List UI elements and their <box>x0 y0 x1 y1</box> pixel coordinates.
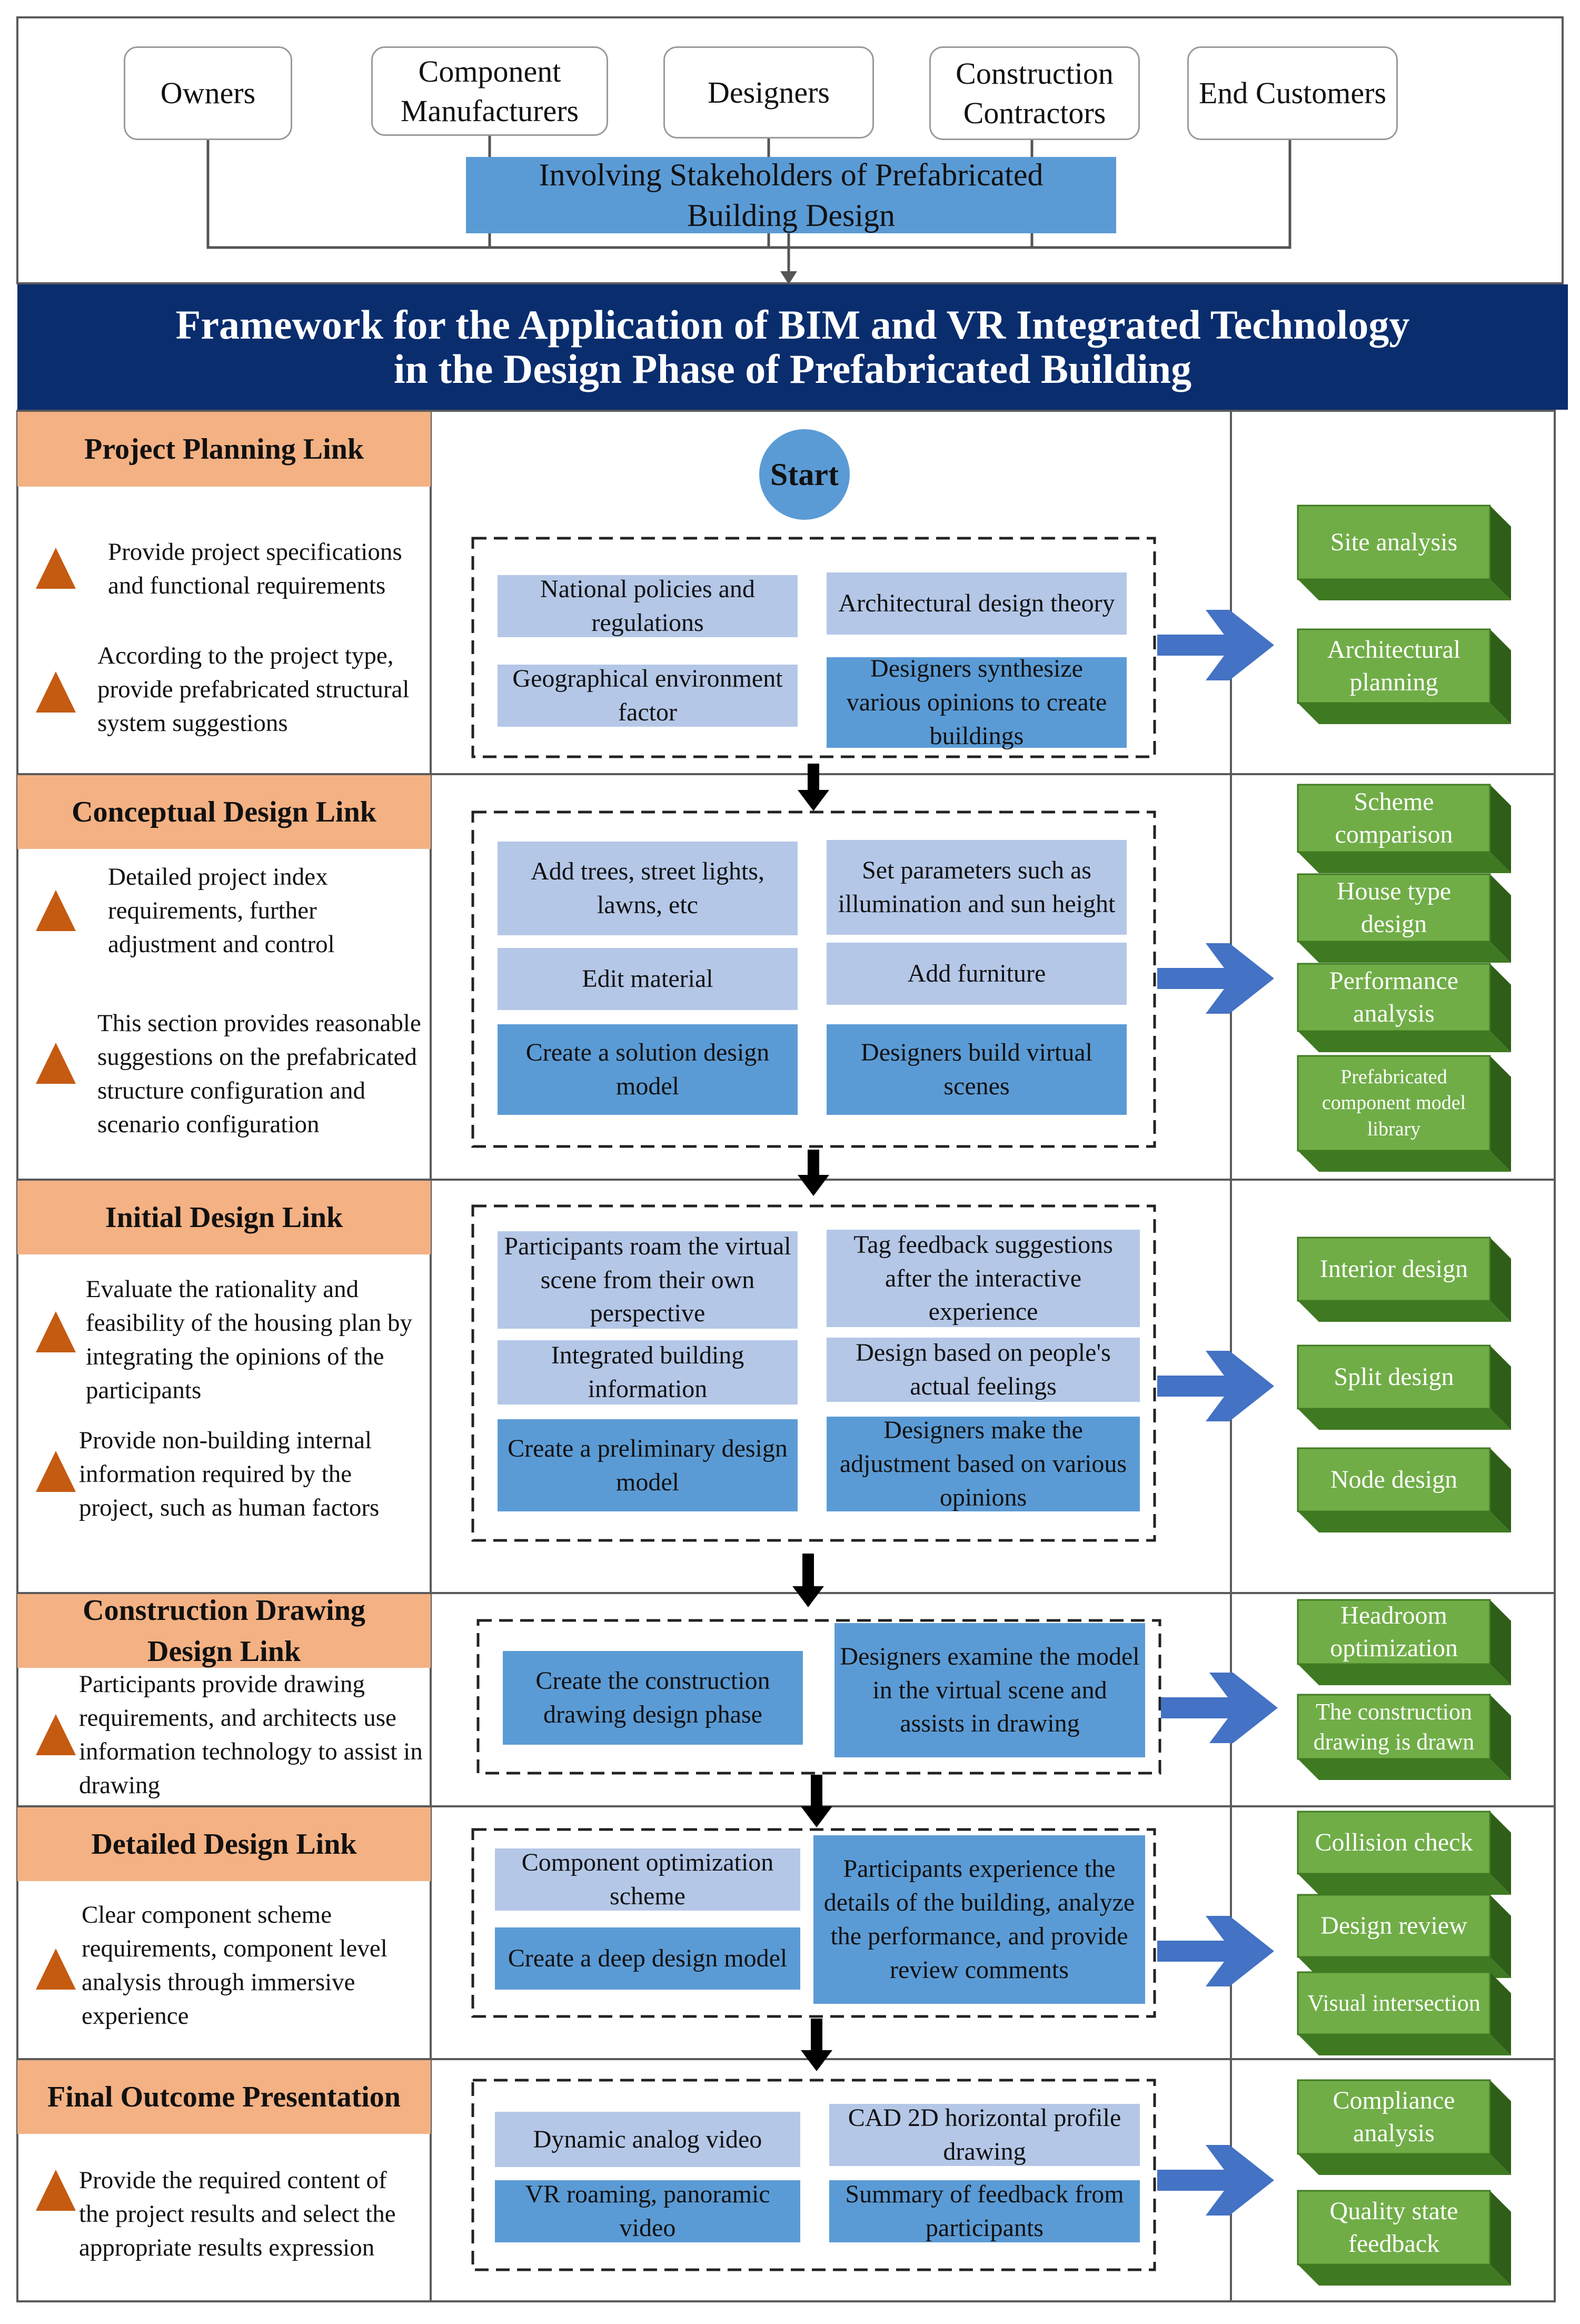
step-box: Architectural design theory <box>827 572 1127 635</box>
step-box: Set parameters such as illumination and … <box>827 840 1127 935</box>
outcome-3d-3-2 <box>1297 1344 1511 1430</box>
step-box: Geographical environment factor <box>498 665 798 727</box>
step-box: Component optimization scheme <box>495 1848 800 1911</box>
outcome-box: House type design <box>1336 877 1452 938</box>
outcome-box: Compliance analysis <box>1333 2086 1455 2147</box>
step-box: Create a deep design model <box>495 1927 800 1990</box>
step-box: National policies and regulations <box>498 575 798 637</box>
stage-note: Provide the required content of the proj… <box>79 2167 396 2261</box>
outcome-3d-4-1 <box>1297 1599 1511 1685</box>
outcome-box: Headroom optimization <box>1330 1601 1458 1662</box>
stage-conceptual-design-header: Conceptual Design Link <box>17 775 431 849</box>
outcome-box: Scheme comparison <box>1335 787 1453 848</box>
stage-detailed-design-header: Detailed Design Link <box>17 1807 431 1881</box>
outcome-box: Node design <box>1330 1465 1458 1494</box>
step-box: VR roaming, panoramic video <box>495 2180 800 2242</box>
stage-initial-design-header: Initial Design Link <box>17 1181 431 1254</box>
warning-triangle-icon <box>36 2170 76 2211</box>
step-box: Create a solution design model <box>498 1024 798 1115</box>
step-box: Add trees, street lights, lawns, etc <box>498 842 798 935</box>
warning-triangle-icon <box>36 1043 76 1084</box>
step-box: Participants experience the details of t… <box>813 1835 1145 2004</box>
outcome-3d-5-1 <box>1297 1811 1511 1895</box>
outcome-3d-2-3 <box>1297 963 1511 1052</box>
outcome-box: Design review <box>1320 1911 1467 1940</box>
stage-project-planning-header: Project Planning Link <box>17 412 431 487</box>
title-line-2: in the Design Phase of Prefabricated Bui… <box>393 346 1192 392</box>
outcome-3d-2-1 <box>1297 784 1511 873</box>
stage-note: Clear component scheme requirements, com… <box>82 1901 387 2030</box>
step-box: Participants roam the virtual scene from… <box>498 1231 798 1329</box>
warning-triangle-icon <box>36 1451 76 1492</box>
step-box: Designers make the adjustment based on v… <box>827 1416 1140 1511</box>
framework-title: Framework for the Application of BIM and… <box>17 284 1568 410</box>
step-box: Edit material <box>498 948 798 1010</box>
stage-note: Evaluate the rationality and feasibility… <box>86 1275 413 1404</box>
outcome-3d-2-4 <box>1297 1055 1511 1172</box>
outcome-3d-3-3 <box>1297 1447 1511 1532</box>
outcome-3d-3-1 <box>1297 1237 1511 1322</box>
stakeholder-owners: Owners <box>124 46 292 140</box>
outcome-box: Quality state feedback <box>1329 2197 1458 2258</box>
step-box: Dynamic analog video <box>495 2112 800 2167</box>
step-box: Integrated building information <box>498 1340 798 1405</box>
outcome-box: Visual intersection <box>1307 1990 1480 2016</box>
stage-note: Provide project specifications and funct… <box>108 538 402 599</box>
step-box: Summary of feedback from participants <box>829 2180 1140 2242</box>
outcome-box: Performance analysis <box>1329 966 1459 1027</box>
warning-triangle-icon <box>36 671 76 713</box>
warning-triangle-icon <box>36 1311 76 1352</box>
title-line-1: Framework for the Application of BIM and… <box>175 301 1410 348</box>
outcome-box: Split design <box>1334 1362 1454 1391</box>
stakeholder-component-manufacturers: Component Manufacturers <box>371 46 608 136</box>
step-box: Create a preliminary design model <box>498 1419 798 1511</box>
outcome-3d-2-2 <box>1297 873 1511 963</box>
stage-note: This section provides reasonable suggest… <box>97 1010 421 1138</box>
stage-note: According to the project type, provide p… <box>97 642 410 737</box>
outcome-box: The construction drawing is drawn <box>1313 1698 1475 1755</box>
outcome-3d-6-2 <box>1297 2190 1511 2286</box>
stage-note: Provide non-building internal informatio… <box>79 1427 380 1521</box>
stage-final-outcome-header: Final Outcome Presentation <box>17 2060 431 2134</box>
stage-note: Detailed project index requirements, fur… <box>108 863 335 958</box>
warning-triangle-icon <box>36 548 76 589</box>
step-box: Design based on people's actual feelings <box>827 1338 1140 1402</box>
outcome-3d-1-1 <box>1297 505 1511 600</box>
outcome-box: Prefabricated component model library <box>1321 1065 1466 1140</box>
involving-stakeholders-box: Involving Stakeholders of Prefabricated … <box>466 157 1116 233</box>
outcome-box: Collision check <box>1315 1828 1473 1856</box>
outcome-3d-6-1 <box>1297 2079 1511 2175</box>
start-node: Start <box>759 429 850 520</box>
stage-construction-drawing-header: Construction Drawing Design Link <box>17 1594 431 1668</box>
step-box: Create the construction drawing design p… <box>503 1651 803 1745</box>
warning-triangle-icon <box>36 1714 76 1755</box>
outcome-box: Interior design <box>1319 1254 1468 1283</box>
outcome-3d-5-3 <box>1297 1971 1511 2055</box>
outcome-3d-1-2 <box>1297 628 1511 724</box>
outcome-box: Architectural planning <box>1327 635 1461 696</box>
stakeholder-designers: Designers <box>663 46 874 139</box>
step-box: Tag feedback suggestions after the inter… <box>827 1230 1140 1327</box>
step-box: Add furniture <box>827 943 1127 1005</box>
step-box: Designers examine the model in the virtu… <box>834 1623 1145 1757</box>
warning-triangle-icon <box>36 1949 76 1990</box>
stakeholder-end-customers: End Customers <box>1187 46 1398 140</box>
stage-note: Participants provide drawing requirement… <box>79 1670 423 1799</box>
outcome-3d-4-2 <box>1297 1694 1511 1780</box>
step-box: Designers build virtual scenes <box>827 1024 1127 1115</box>
warning-triangle-icon <box>36 890 76 931</box>
step-box: Designers synthesize various opinions to… <box>827 655 1127 750</box>
step-box: CAD 2D horizontal profile drawing <box>829 2104 1140 2166</box>
stakeholder-construction-contractors: Construction Contractors <box>929 46 1140 140</box>
outcome-box: Site analysis <box>1330 528 1458 556</box>
